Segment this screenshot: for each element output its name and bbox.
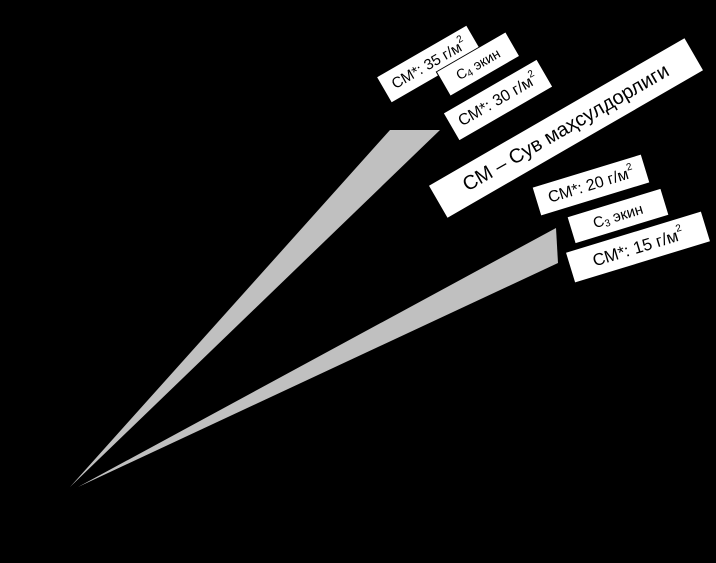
c3-crop-label: С3 экин [566,187,670,245]
c3-upper-productivity-label: СМ*: 20 г/м2 [531,153,651,217]
label-box [435,31,521,97]
label-box [442,58,554,142]
c3-crop-wedge [78,228,558,487]
label-box [566,187,670,245]
label-box [375,24,483,104]
c4-crop-wedge [70,130,440,487]
label-box [564,210,712,284]
label-box [427,36,705,220]
label-box [531,153,651,217]
c4-crop-label: С4 экин [435,31,521,97]
